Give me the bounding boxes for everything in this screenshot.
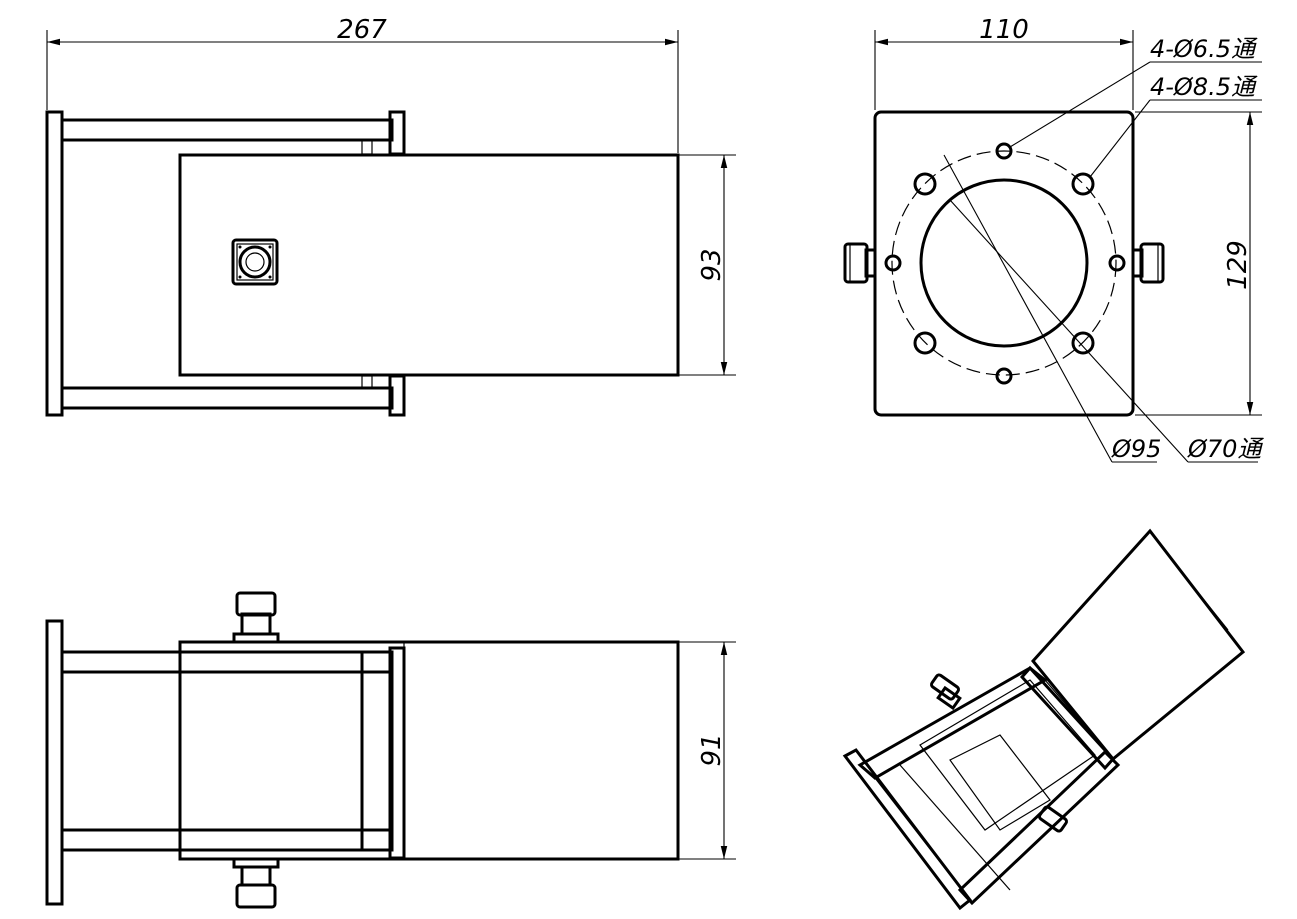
hole-small bbox=[1108, 254, 1126, 272]
connector-icon bbox=[231, 238, 279, 286]
main-body bbox=[178, 153, 680, 377]
callout-holes-large-label: 4-Ø8.5通 bbox=[1150, 73, 1258, 101]
side-view: 91 bbox=[45, 591, 736, 909]
dim-overall-length: 267 bbox=[46, 15, 679, 153]
side-body bbox=[178, 640, 680, 861]
right-connector-icon bbox=[1131, 242, 1165, 284]
dim-110-label: 110 bbox=[979, 15, 1029, 45]
dim-91-label: 91 bbox=[697, 733, 727, 766]
bottom-connector-icon bbox=[232, 857, 280, 909]
hole-small bbox=[995, 367, 1013, 385]
callout-pitch-circle-label: Ø95 bbox=[1111, 435, 1161, 463]
hole-large bbox=[1071, 172, 1095, 196]
dim-top-width: 110 bbox=[874, 15, 1134, 110]
callout-holes-small: 4-Ø6.5通 bbox=[1009, 35, 1262, 148]
callout-holes-large: 4-Ø8.5通 bbox=[1089, 73, 1262, 178]
isometric-view bbox=[842, 528, 1246, 911]
dim-side-height: 91 bbox=[678, 641, 736, 860]
front-view: 110 129 4-Ø6.5通 4-Ø8.5通 Ø95 Ø70通 bbox=[843, 15, 1264, 463]
dim-93-label: 93 bbox=[697, 248, 727, 281]
dim-267-label: 267 bbox=[337, 15, 387, 45]
iso-connector-icon bbox=[1038, 805, 1068, 833]
callout-bore: Ø70通 bbox=[949, 199, 1264, 463]
hole-small bbox=[884, 254, 902, 272]
bore-circle bbox=[919, 178, 1089, 348]
dim-front-height: 129 bbox=[1135, 111, 1262, 416]
iso-body bbox=[1031, 528, 1246, 762]
dim-top-height: 93 bbox=[678, 154, 736, 376]
hole-large bbox=[913, 172, 937, 196]
flange-plate bbox=[45, 110, 64, 417]
upper-rail bbox=[60, 118, 394, 142]
pitch-circle bbox=[891, 150, 1117, 376]
top-connector-icon bbox=[232, 591, 280, 644]
hole-large bbox=[913, 331, 937, 355]
dim-129-label: 129 bbox=[1223, 240, 1253, 290]
hole-large bbox=[1071, 331, 1095, 355]
callout-pitch-circle: Ø95 bbox=[943, 154, 1161, 463]
hole-small bbox=[995, 142, 1013, 160]
callout-holes-small-label: 4-Ø6.5通 bbox=[1150, 35, 1258, 63]
lower-rail bbox=[60, 386, 394, 410]
side-flange bbox=[45, 619, 64, 906]
iso-connector-icon bbox=[930, 673, 962, 711]
left-connector-icon bbox=[843, 242, 877, 284]
callout-bore-label: Ø70通 bbox=[1187, 435, 1264, 463]
top-view: 267 93 bbox=[45, 15, 736, 417]
